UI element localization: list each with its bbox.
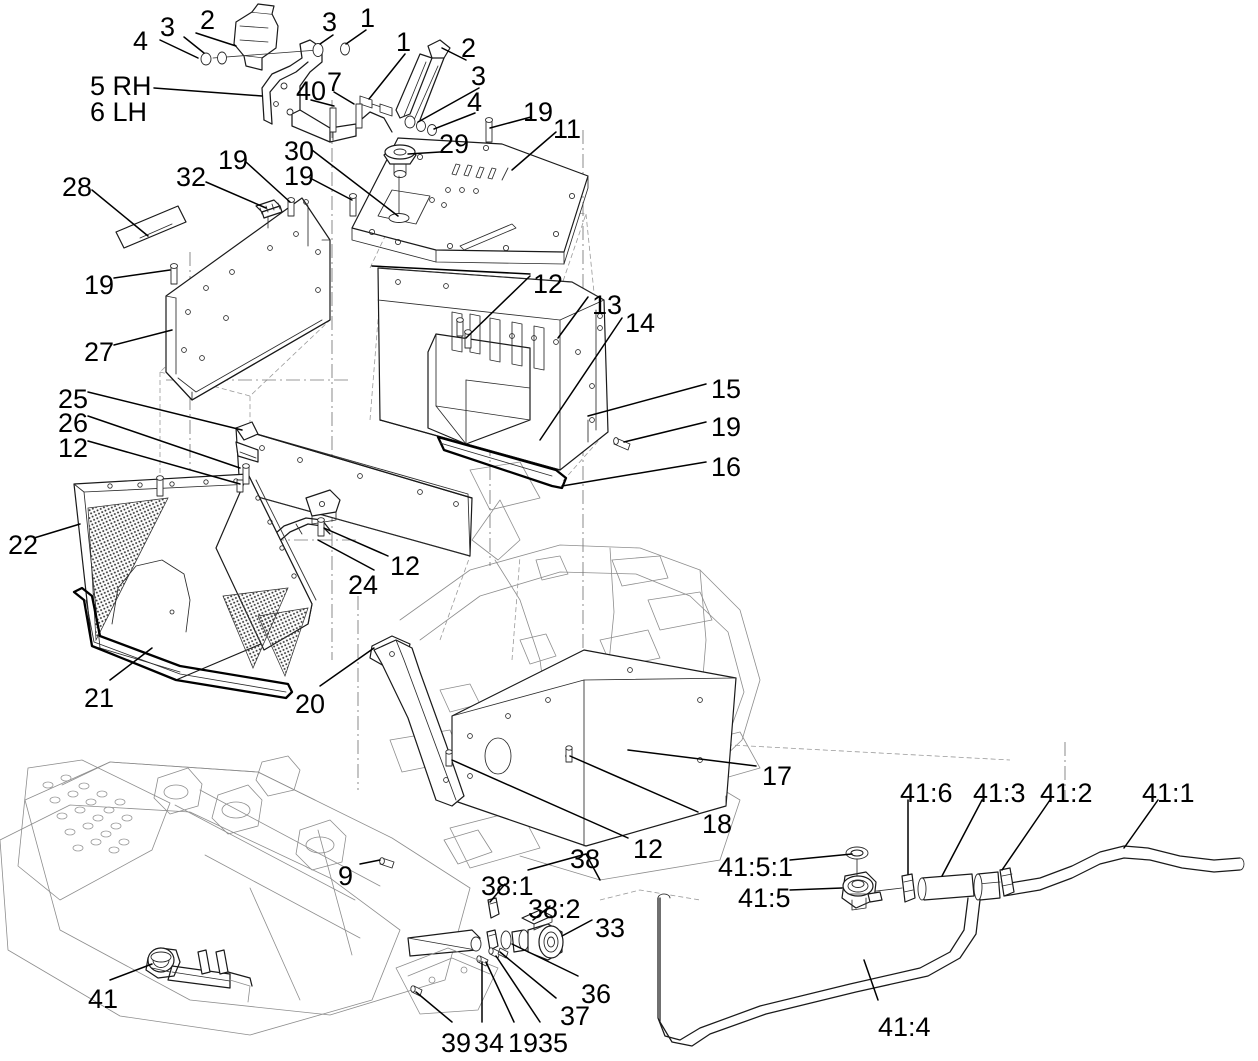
callout-9: 9: [338, 861, 354, 891]
callout-3: 3: [160, 12, 176, 42]
callout-17: 17: [762, 761, 793, 791]
leader-lines: [33, 29, 1159, 1023]
callout-37: 37: [560, 1001, 591, 1031]
callout-30: 30: [284, 136, 315, 166]
part-17-rear-panel: [373, 639, 737, 869]
callout-40: 40: [296, 76, 327, 106]
callout-7: 7: [327, 67, 343, 97]
part-5-6-bracket: [200, 3, 451, 143]
callout-41-5: 41:5: [738, 883, 791, 913]
callout-12c: 12: [390, 551, 421, 581]
part-41-installed: [145, 947, 253, 1003]
callout-41: 41: [88, 984, 119, 1014]
callout-41-3: 41:3: [973, 778, 1026, 808]
callout-4b: 4: [467, 87, 483, 117]
callout-14: 14: [625, 308, 656, 338]
callout-33: 33: [595, 913, 626, 943]
part-27-side-panel: [115, 197, 331, 401]
callout-34: 34: [474, 1028, 505, 1058]
callout-41-2: 41:2: [1040, 778, 1093, 808]
callout-41-5-1: 41:5:1: [718, 852, 794, 882]
part-13-shroud: [377, 267, 631, 490]
callout-12d: 12: [633, 834, 664, 864]
callout-25: 25: [58, 384, 89, 414]
callout-32: 32: [176, 162, 207, 192]
callout-28: 28: [62, 172, 93, 202]
part-25-26-brace: [235, 421, 473, 557]
callout-38-2: 38:2: [528, 894, 581, 924]
callout-11: 11: [553, 114, 582, 144]
callout-3c: 3: [471, 61, 487, 91]
callout-1b: 1: [396, 27, 412, 57]
callout-41-1: 41:1: [1142, 778, 1195, 808]
callout-27: 27: [84, 337, 115, 367]
callout-19b: 19: [218, 145, 249, 175]
callout-2: 2: [200, 5, 216, 35]
callout-19f: 19: [508, 1028, 539, 1058]
callout-13: 13: [592, 290, 623, 320]
callout-20: 20: [295, 689, 326, 719]
callout-21: 21: [84, 683, 115, 713]
callout-2b: 2: [461, 33, 477, 63]
callout-16: 16: [711, 452, 742, 482]
callout-19a: 19: [523, 97, 554, 127]
callout-3b: 3: [322, 7, 338, 37]
callout-5-rh: 5 RH: [90, 71, 152, 101]
callout-15: 15: [711, 374, 742, 404]
callout-19e: 19: [711, 412, 742, 442]
callout-35: 35: [538, 1028, 569, 1058]
callout-38-1: 38:1: [481, 871, 534, 901]
callout-22: 22: [8, 530, 39, 560]
callout-41-4: 41:4: [878, 1012, 931, 1042]
callout-12a: 12: [533, 269, 564, 299]
callout-41-6: 41:6: [900, 778, 953, 808]
callout-29: 29: [439, 129, 470, 159]
callout-6-lh: 6 LH: [90, 97, 148, 127]
part-41-hose-kit: [657, 845, 1245, 1047]
callout-12b: 12: [58, 433, 89, 463]
callout-26: 26: [58, 408, 89, 438]
callout-19c: 19: [284, 161, 315, 191]
callout-1: 1: [360, 3, 376, 33]
callout-18: 18: [702, 809, 733, 839]
callout-19d: 19: [84, 270, 115, 300]
callout-39: 39: [441, 1028, 472, 1058]
callout-36: 36: [581, 979, 612, 1009]
callout-4: 4: [133, 26, 149, 56]
part-11-panel: [349, 117, 589, 265]
callout-24: 24: [348, 570, 379, 600]
callout-38: 38: [570, 844, 601, 874]
